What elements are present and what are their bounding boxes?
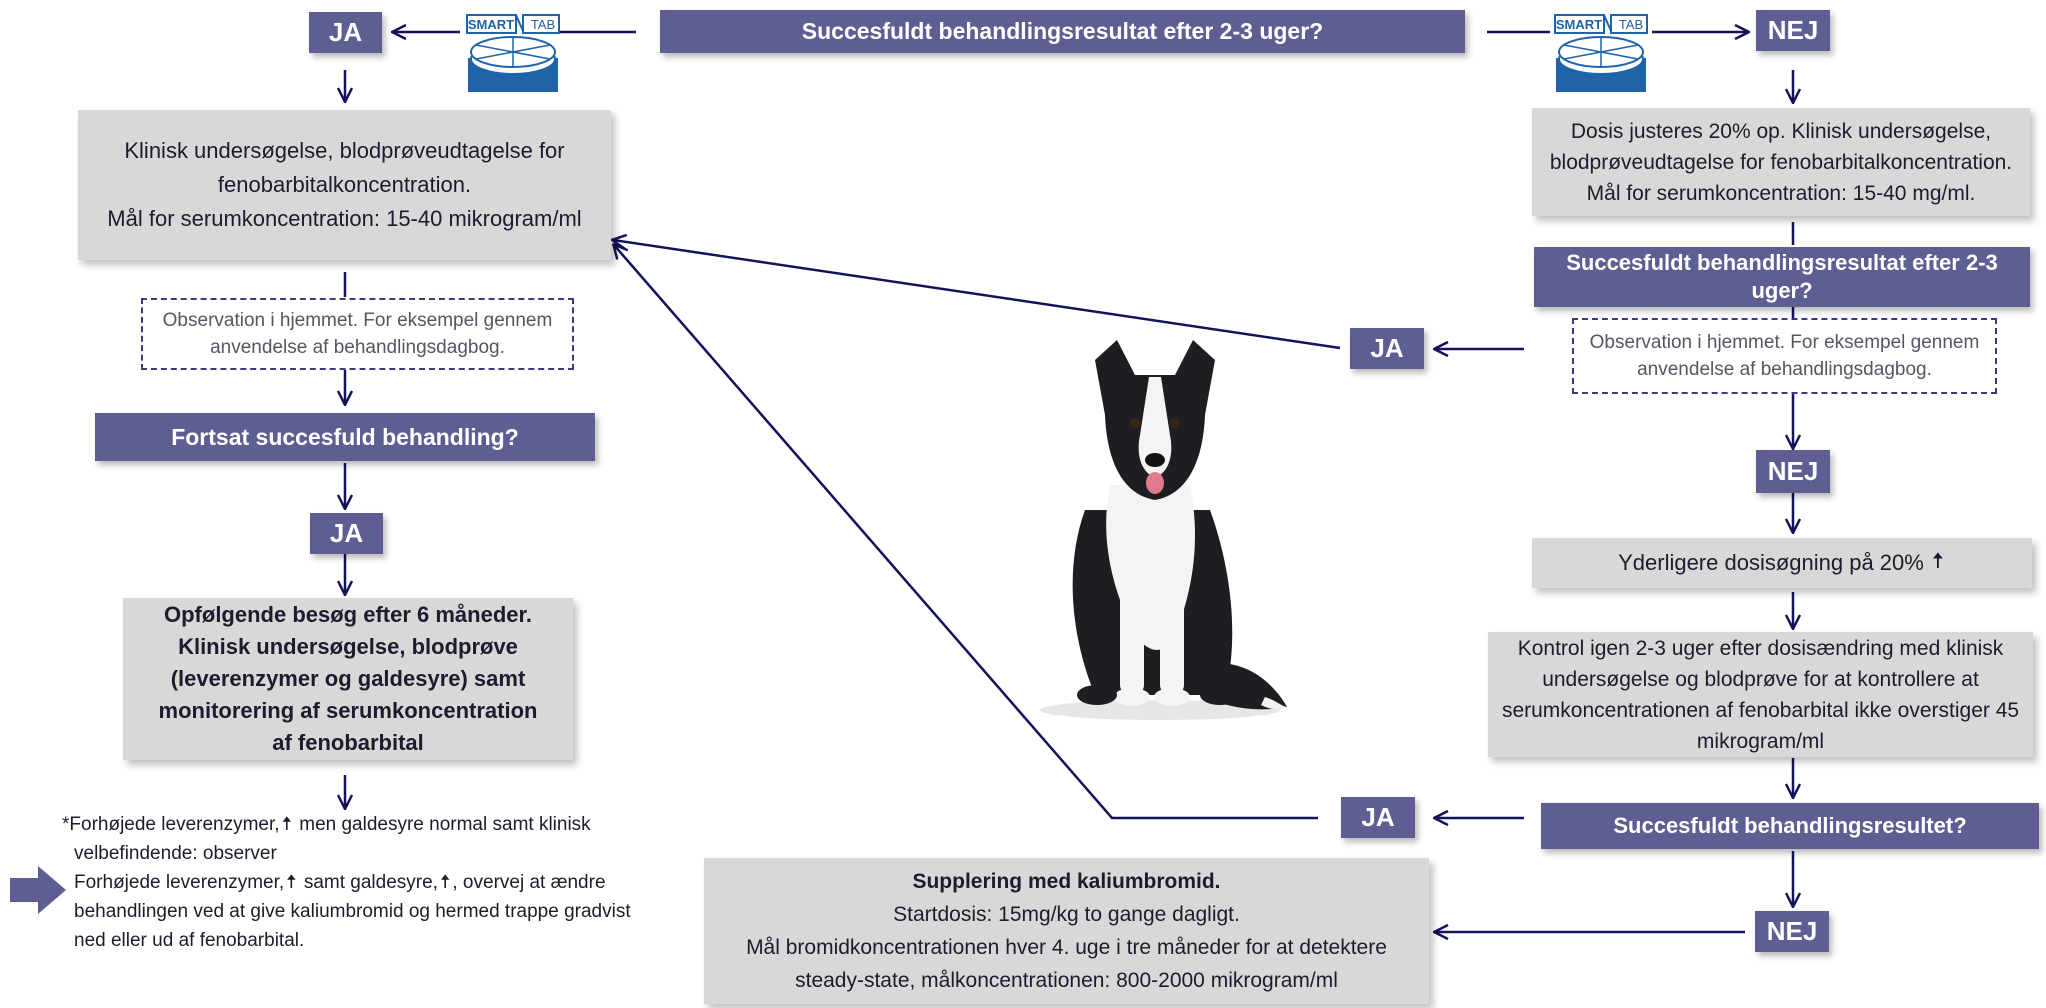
note-p2-e: ned eller ud af fenobarbital.: [74, 930, 305, 951]
exam-line-3: Mål for serumkoncentration: 15-40 mikrog…: [107, 206, 582, 231]
further-dose-box: Yderligere dosisøgning på 20% 🠅: [1532, 538, 2032, 588]
question3-box: Succesfuldt behandlingsresultet?: [1541, 803, 2039, 849]
dose-line-2: blodprøveudtagelse for fenobarbitalkonce…: [1549, 150, 2013, 174]
continued-question: Fortsat succesfuld behandling?: [95, 413, 595, 461]
followup-line-3: (leverenzymer og galdesyre) samt: [170, 666, 526, 691]
control-line-4: mikrogram/ml: [1696, 729, 1825, 753]
exam-line-1: Klinisk undersøgelse, blodprøveudtagelse…: [124, 138, 565, 163]
note-p1-b: men galdesyre normal samt klinisk: [293, 814, 591, 835]
dose-line-3: Mål for serumkoncentration: 15-40 mg/ml.: [1586, 181, 1976, 205]
further-dose-text: Yderligere dosisøgning på 20%: [1618, 550, 1924, 575]
followup-line-4: monitorering af serumkoncentration: [158, 698, 538, 723]
control-line-2: undersøgelse og blodprøve for at kontrol…: [1542, 667, 1979, 691]
svg-text:SMART: SMART: [468, 17, 514, 32]
ja-bottom-right: JA: [1341, 797, 1415, 838]
note-p1-c: velbefindende: observer: [74, 843, 277, 864]
note-star: *: [62, 814, 70, 835]
observation-left-line-2: anvendelse af behandlingsdagbog.: [210, 337, 505, 358]
note-p2-b: samt galdesyre,: [298, 872, 438, 893]
dog-photo: [1040, 340, 1287, 720]
observation-box-right: Observation i hjemmet. For eksempel genn…: [1572, 318, 1997, 394]
exam-box-left: Klinisk undersøgelse, blodprøveudtagelse…: [78, 110, 611, 260]
nej-top-right: NEJ: [1756, 10, 1830, 51]
up-arrow-icon: 🠅: [286, 872, 297, 893]
bromide-line-2: Mål bromidkoncentrationen hver 4. uge i …: [746, 936, 1387, 959]
control-line-1: Kontrol igen 2-3 uger efter dosisændring…: [1517, 636, 2004, 660]
ja-top-left: JA: [309, 12, 382, 53]
note-para-2: Forhøjede leverenzymer,🠅 samt galdesyre,…: [62, 868, 682, 897]
observation-right-line-1: Observation i hjemmet. For eksempel genn…: [1589, 332, 1980, 353]
bromide-line-3: steady-state, målkoncentrationen: 800-20…: [795, 969, 1338, 992]
dose-adjust-box: Dosis justeres 20% op. Klinisk undersøge…: [1532, 108, 2030, 216]
observation-left-line-1: Observation i hjemmet. For eksempel genn…: [162, 310, 553, 331]
svg-text:SMART: SMART: [1556, 17, 1602, 32]
bromide-box: Supplering med kaliumbromid. Startdosis:…: [704, 858, 1429, 1004]
note-p1-a: Forhøjede leverenzymer,: [69, 814, 280, 835]
smarttab-logo-right: SMART TAB: [1554, 14, 1648, 92]
observation-box-left: Observation i hjemmet. For eksempel genn…: [141, 298, 574, 370]
followup-line-1: Opfølgende besøg efter 6 måneder.: [164, 602, 532, 627]
arrow-ja-mid-to-exam: [613, 240, 1341, 350]
followup-line-2: Klinisk undersøgelse, blodprøve: [178, 634, 518, 659]
arrow-ja-bottom-to-exam: [614, 245, 1318, 820]
observation-right-line-2: anvendelse af behandlingsdagbog.: [1637, 359, 1932, 380]
ja-mid-right: JA: [1350, 328, 1424, 369]
nej-mid-right: NEJ: [1756, 450, 1830, 493]
liver-enzyme-note: *Forhøjede leverenzymer,🠅 men galdesyre …: [62, 810, 682, 955]
note-p2-a: Forhøjede leverenzymer,: [74, 872, 285, 893]
up-arrow-icon: 🠅: [439, 872, 451, 893]
question2-line-2: uger?: [1751, 278, 1813, 303]
svg-text:TAB: TAB: [531, 17, 555, 32]
bromide-line-1: Startdosis: 15mg/kg to gange dagligt.: [893, 903, 1240, 926]
ja-mid-left: JA: [310, 513, 383, 554]
big-right-arrow-icon: [10, 866, 66, 914]
dose-line-1: Dosis justeres 20% op. Klinisk undersøge…: [1570, 119, 1992, 143]
followup-box: Opfølgende besøg efter 6 måneder. Klinis…: [123, 598, 573, 760]
note-p2-c: , overvej at ændre: [452, 872, 606, 893]
note-para-1: *Forhøjede leverenzymer,🠅 men galdesyre …: [62, 810, 682, 839]
up-arrow-icon: 🠅: [281, 814, 292, 835]
svg-text:TAB: TAB: [1619, 17, 1643, 32]
control-line-3: serumkoncentrationen af fenobarbital ikk…: [1501, 698, 2020, 722]
smarttab-logo-left: SMART TAB: [466, 14, 560, 92]
question2-line-1: Succesfuldt behandlingsresultat efter 2-…: [1566, 250, 1998, 275]
up-arrow-icon: 🠅: [1931, 548, 1944, 573]
exam-line-2: fenobarbitalkoncentration.: [217, 172, 472, 197]
bromide-title: Supplering med kaliumbromid.: [912, 870, 1221, 893]
top-question: Succesfuldt behandlingsresultat efter 2-…: [660, 10, 1465, 53]
note-p2-d: behandlingen ved at give kaliumbromid og…: [74, 901, 631, 922]
control-box: Kontrol igen 2-3 uger efter dosisændring…: [1488, 632, 2033, 757]
nej-bottom-right: NEJ: [1755, 911, 1829, 952]
followup-line-5: af fenobarbital: [272, 730, 424, 755]
question2-box: Succesfuldt behandlingsresultat efter 2-…: [1534, 247, 2030, 307]
